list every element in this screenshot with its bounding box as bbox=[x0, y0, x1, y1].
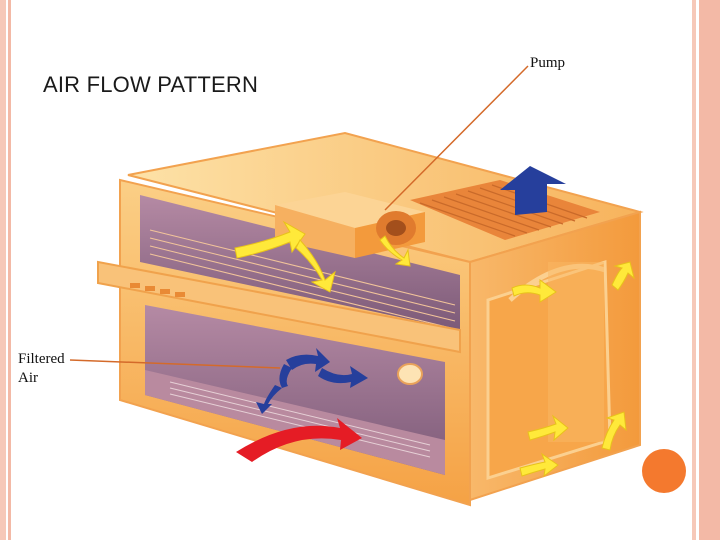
blue-arrow-left-curl bbox=[279, 364, 292, 388]
work-surface bbox=[145, 370, 445, 475]
yellow-arrow-pump bbox=[379, 235, 411, 267]
red-inflow-arrow bbox=[236, 418, 362, 462]
blue-arrow-down-left bbox=[256, 385, 282, 414]
upper-plenum-cutaway bbox=[140, 195, 460, 330]
yellow-arrow-side-up bbox=[601, 411, 627, 451]
slide-frame-left bbox=[0, 0, 11, 540]
filtered-air-leader-line bbox=[69, 359, 281, 369]
blue-arrow-downflow bbox=[286, 348, 330, 372]
filtered-air-label-line1: Filtered bbox=[18, 351, 65, 367]
hepa-filter-lines bbox=[149, 229, 456, 330]
yellow-airflow-arrows bbox=[234, 220, 635, 478]
filtered-air-label-line2: Air bbox=[18, 370, 38, 386]
slide-frame-right bbox=[690, 0, 720, 540]
blue-airflow-arrows bbox=[256, 348, 368, 414]
pump-fan-hub bbox=[386, 220, 406, 236]
front-control-panel bbox=[97, 260, 461, 354]
sash-knob bbox=[397, 363, 423, 385]
slide-title: AIR FLOW PATTERN bbox=[43, 72, 259, 97]
plenum-shading bbox=[548, 262, 604, 442]
yellow-arrow-bottom-1 bbox=[527, 414, 569, 442]
exhaust-arrow-up bbox=[500, 166, 566, 215]
pump-housing-front bbox=[275, 205, 355, 258]
exhaust-filter-slats bbox=[419, 184, 588, 237]
slide-corner-dot bbox=[642, 449, 686, 493]
pump-label: Pump bbox=[530, 55, 566, 71]
control-buttons bbox=[130, 283, 185, 297]
yellow-arrow-side-corner bbox=[611, 261, 635, 291]
filtered-air-label: Filtered Air bbox=[18, 350, 88, 388]
work-surface-grille bbox=[169, 381, 431, 458]
yellow-arrow-side-top bbox=[511, 279, 557, 303]
pump-leader-line bbox=[384, 65, 529, 211]
blue-arrow-right bbox=[318, 366, 368, 388]
yellow-arrow-upper-down bbox=[295, 239, 336, 293]
yellow-arrow-bottom-2 bbox=[519, 452, 559, 478]
